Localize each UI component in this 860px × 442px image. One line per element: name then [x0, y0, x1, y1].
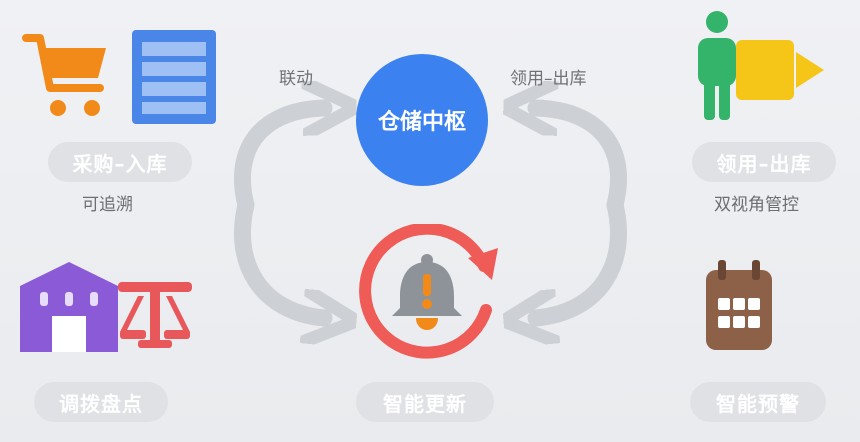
node-issue-note: 双视角管控: [714, 195, 799, 215]
node-purchase-label: 采购–入库: [48, 142, 192, 182]
left-arrow-to-update: [234, 196, 324, 318]
flow-label-left: 联动: [279, 69, 313, 89]
left-arrow-to-hub: [234, 108, 324, 214]
right-arrow-to-update: [536, 196, 627, 318]
right-arrow-to-hub: [536, 108, 627, 214]
flow-label-right: 领用–出库: [510, 69, 587, 89]
node-issue-label: 领用–出库: [692, 142, 836, 182]
alert-bell-icon: [392, 254, 462, 330]
scale-icon: [118, 282, 192, 348]
person-icon: [698, 11, 736, 120]
camera-icon: [736, 40, 824, 100]
calendar-icon: [706, 260, 772, 350]
shelf-icon: [132, 30, 216, 124]
node-transfer-label: 调拨盘点: [34, 382, 168, 422]
node-update-label: 智能更新: [356, 382, 494, 422]
warehouse-icon: [20, 262, 118, 352]
refresh-arrow-icon: [359, 224, 498, 359]
node-purchase-note: 可追溯: [82, 195, 133, 215]
shopping-cart-icon: [22, 34, 106, 116]
node-alert-label: 智能预警: [690, 382, 826, 422]
hub-node: 仓储中枢: [356, 54, 488, 186]
